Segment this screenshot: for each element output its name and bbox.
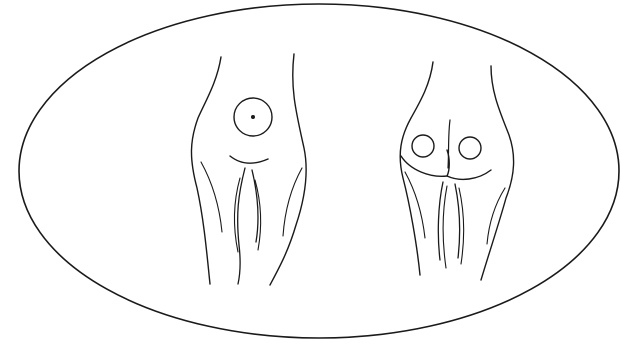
front-target-dot [251, 115, 255, 119]
back-thigh-left [405, 172, 425, 238]
back-thigh-right [487, 188, 505, 244]
front-left-outline [191, 57, 221, 284]
front-thigh-left [201, 162, 222, 232]
back-target-circle-right [459, 137, 481, 159]
front-inner-leg-left [238, 168, 245, 284]
back-buttock-left-curve [401, 150, 449, 176]
back-left-outline [400, 62, 433, 275]
front-crotch-curve [230, 156, 268, 163]
back-view-figure [400, 62, 513, 280]
back-inner-leg-right [455, 184, 460, 258]
back-inner-leg-left [438, 182, 443, 260]
back-target-circle-left [412, 135, 434, 157]
back-buttock-right-curve [447, 170, 491, 179]
oval-frame [19, 4, 619, 338]
front-view-figure [191, 54, 306, 285]
front-thigh-right [283, 168, 302, 236]
back-inner-leg-left-b [443, 186, 447, 268]
